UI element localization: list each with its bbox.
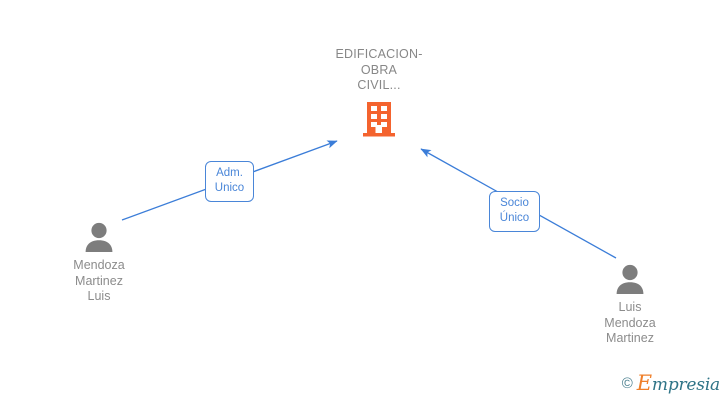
brand-initial: E [636, 371, 652, 395]
relation-badge-adm-unico[interactable]: Adm. Unico [205, 161, 254, 202]
person-right-icon-wrapper [570, 264, 690, 294]
watermark: © Empresia [622, 373, 720, 394]
brand-rest: mpresia [651, 375, 720, 395]
person-right-name-label: Luis Mendoza Martinez [604, 300, 656, 345]
company-node[interactable]: EDIFICACION- OBRA CIVIL... [299, 47, 459, 137]
brand-name: Empresia [637, 373, 720, 394]
person-left-icon-wrapper [39, 222, 159, 252]
person-node-right[interactable]: Luis Mendoza Martinez [570, 264, 690, 347]
relation-badge-socio-unico[interactable]: Socio Único [489, 191, 540, 232]
company-icon-wrapper [299, 101, 459, 137]
company-name-label: EDIFICACION- OBRA CIVIL... [335, 47, 423, 92]
person-avatar-icon [616, 264, 644, 294]
person-node-left[interactable]: Mendoza Martinez Luis [39, 222, 159, 305]
office-building-icon [363, 101, 395, 136]
person-left-name-label: Mendoza Martinez Luis [73, 258, 125, 303]
copyright-icon: © [621, 375, 633, 392]
person-avatar-icon [85, 222, 113, 252]
